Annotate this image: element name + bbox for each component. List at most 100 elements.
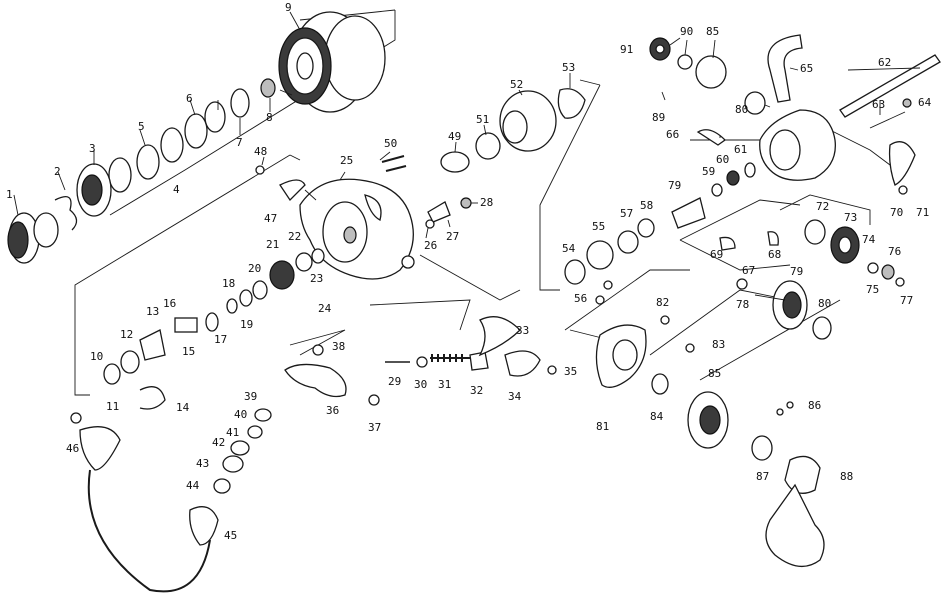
- callout-48: 48: [254, 145, 267, 158]
- callout-52: 52: [510, 78, 523, 91]
- leader-lines: [13, 11, 921, 239]
- main-drive-gear: [719, 231, 832, 340]
- callout-78: 78: [736, 298, 749, 311]
- callout-38: 38: [332, 340, 345, 353]
- callout-6: 6: [186, 92, 193, 105]
- callout-16: 16: [163, 297, 176, 310]
- callout-23: 23: [310, 272, 323, 285]
- callout-35: 35: [564, 365, 577, 378]
- callout-85a: 85: [706, 25, 719, 38]
- rotor-part-25: [299, 178, 414, 280]
- drag-knob: [7, 163, 112, 264]
- callout-54: 54: [562, 242, 576, 255]
- bail-arm-36: [213, 363, 347, 494]
- callout-89: 89: [652, 111, 665, 124]
- callout-24: 24: [318, 302, 332, 315]
- callout-27: 27: [446, 230, 459, 243]
- callout-12: 12: [120, 328, 133, 341]
- callout-56: 56: [574, 292, 587, 305]
- callout-65: 65: [800, 62, 813, 75]
- callout-26: 26: [424, 239, 437, 252]
- callout-32: 32: [470, 384, 483, 397]
- callout-2: 2: [54, 165, 61, 178]
- callout-4: 4: [173, 183, 180, 196]
- callout-21: 21: [266, 238, 279, 251]
- callout-18: 18: [222, 277, 235, 290]
- callout-36: 36: [326, 404, 339, 417]
- callout-30: 30: [414, 378, 427, 391]
- side-cover: [595, 315, 825, 567]
- callout-43: 43: [196, 457, 209, 470]
- callout-82b: 82: [656, 296, 669, 309]
- callout-53: 53: [562, 61, 575, 74]
- callout-74: 74: [862, 233, 876, 246]
- callout-71: 71: [916, 206, 929, 219]
- callout-80b: 80: [818, 297, 831, 310]
- callout-68: 68: [768, 248, 781, 261]
- callout-19: 19: [240, 318, 253, 331]
- callout-87: 87: [756, 470, 769, 483]
- callout-61: 61: [734, 143, 747, 156]
- callout-84: 84: [650, 410, 664, 423]
- callout-37: 37: [368, 421, 381, 434]
- callout-50: 50: [384, 137, 397, 150]
- callout-69: 69: [710, 248, 723, 261]
- callout-60: 60: [716, 153, 729, 166]
- callout-34: 34: [508, 390, 522, 403]
- body-housing: [649, 34, 836, 181]
- trip-spring-parts: [385, 316, 557, 377]
- callout-20: 20: [248, 262, 261, 275]
- handle-shaft: [839, 54, 941, 195]
- callout-15: 15: [182, 345, 195, 358]
- callout-90: 90: [680, 25, 693, 38]
- callout-79b: 79: [790, 265, 803, 278]
- callout-41: 41: [226, 426, 239, 439]
- callout-42: 42: [212, 436, 225, 449]
- callout-33: 33: [516, 324, 529, 337]
- callout-83: 83: [712, 338, 725, 351]
- callout-63: 63: [872, 98, 885, 111]
- callout-79a: 79: [668, 179, 681, 192]
- callout-14: 14: [176, 401, 190, 414]
- callout-29: 29: [388, 375, 401, 388]
- callout-88: 88: [840, 470, 853, 483]
- callout-59: 59: [702, 165, 715, 178]
- callout-46: 46: [66, 442, 79, 455]
- callout-11: 11: [106, 400, 119, 413]
- callout-25: 25: [340, 154, 353, 167]
- callout-58: 58: [640, 199, 653, 212]
- bail-small-parts: [103, 179, 325, 410]
- callout-5: 5: [138, 120, 145, 133]
- callout-85b: 85: [708, 367, 721, 380]
- callout-28: 28: [480, 196, 493, 209]
- callout-72: 72: [816, 200, 829, 213]
- callout-1: 1: [6, 188, 13, 201]
- callout-13: 13: [146, 305, 159, 318]
- callout-80a: 80: [735, 103, 748, 116]
- callout-17: 17: [214, 333, 227, 346]
- oscillation-gear: [804, 219, 905, 287]
- callout-7: 7: [236, 136, 243, 149]
- callout-44: 44: [186, 479, 200, 492]
- callout-51: 51: [476, 113, 489, 126]
- spool-part-9: [278, 11, 386, 113]
- rotor-screws: [70, 155, 613, 424]
- callout-57: 57: [620, 207, 633, 220]
- callout-91: 91: [620, 43, 633, 56]
- bail-wire: [79, 426, 219, 593]
- callout-47: 47: [264, 212, 277, 225]
- callout-39: 39: [244, 390, 257, 403]
- callout-70: 70: [890, 206, 903, 219]
- callout-10: 10: [90, 350, 103, 363]
- callout-9: 9: [285, 1, 292, 14]
- callout-62a: 62: [878, 56, 891, 69]
- callout-45: 45: [224, 529, 237, 542]
- callout-22: 22: [288, 230, 301, 243]
- callout-55: 55: [592, 220, 605, 233]
- callout-77: 77: [900, 294, 913, 307]
- callout-40: 40: [234, 408, 247, 421]
- callout-76: 76: [888, 245, 901, 258]
- callout-64: 64: [918, 96, 932, 109]
- callout-75: 75: [866, 283, 879, 296]
